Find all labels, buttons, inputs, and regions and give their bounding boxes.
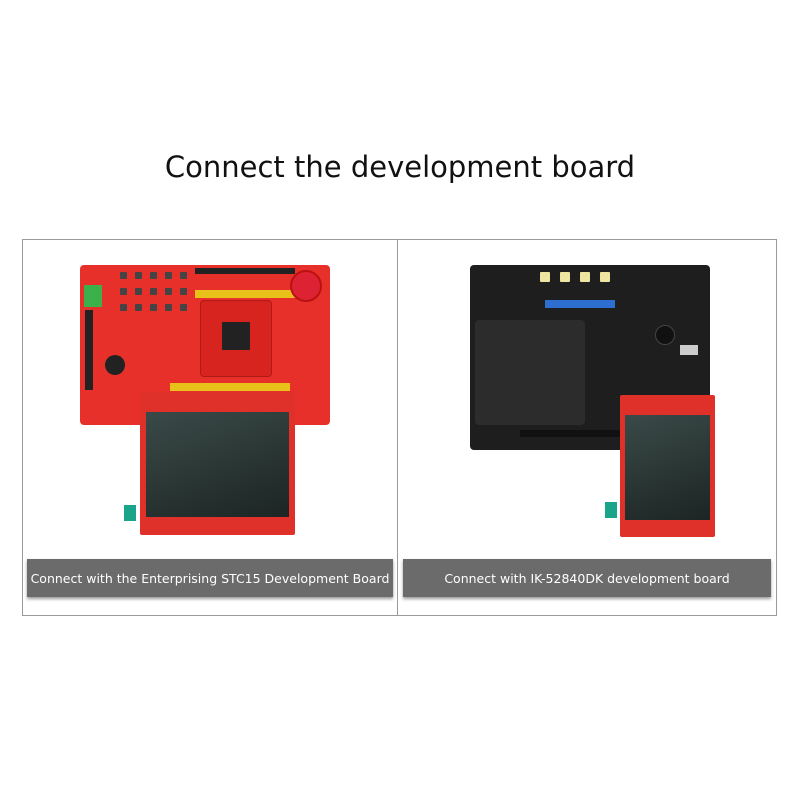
panel-divider [397, 239, 398, 616]
page-title: Connect the development board [164, 150, 636, 184]
ik52840dk-caption: Connect with IK-52840DK development boar… [403, 559, 771, 597]
stc15-caption: Connect with the Enterprising STC15 Deve… [27, 559, 393, 597]
panels-frame [22, 239, 777, 616]
